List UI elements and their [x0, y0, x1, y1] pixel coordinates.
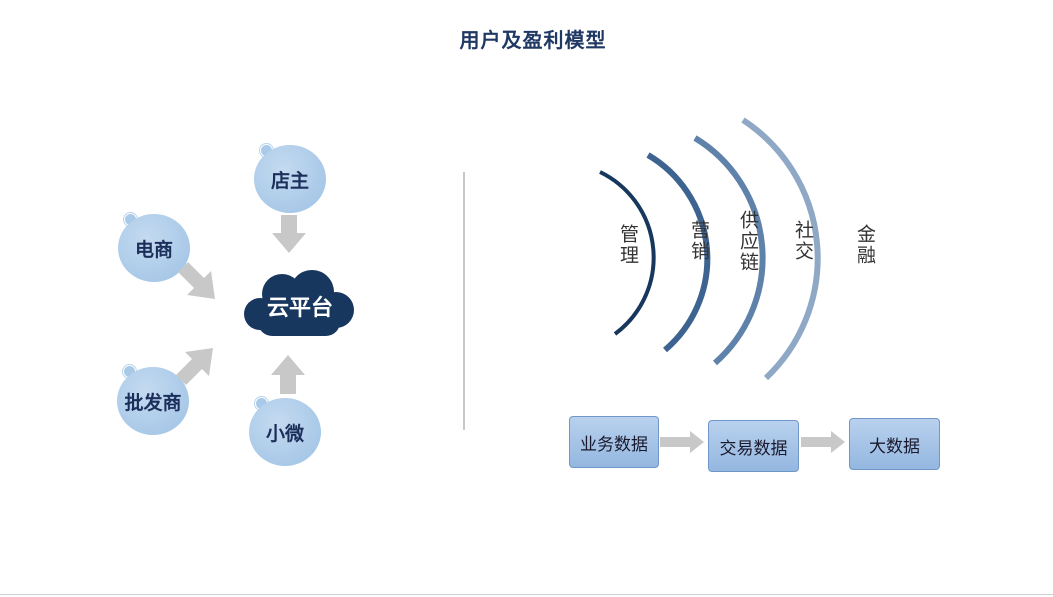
arc-label: 管理 — [617, 224, 639, 266]
arrow-right-icon — [660, 431, 704, 453]
flow-label: 大数据 — [869, 436, 920, 457]
divider — [463, 172, 465, 430]
node-wholesaler: 批发商 — [117, 367, 189, 435]
arc-supply-chain — [693, 135, 766, 366]
arc-social — [741, 117, 821, 381]
node-label: 小微 — [265, 422, 304, 445]
flow-box-business-data: 业务数据 — [569, 416, 659, 468]
arc-layers — [599, 117, 821, 381]
arrow-up-right-icon — [176, 348, 213, 385]
page-title: 用户及盈利模型 — [459, 28, 607, 52]
arc-management — [599, 170, 656, 336]
node-shop-owner: 店主 — [254, 145, 326, 213]
node-ecommerce: 电商 — [118, 214, 190, 282]
arrow-up-icon — [271, 355, 305, 394]
arc-label: 营销 — [688, 220, 710, 262]
arc-label: 金融 — [854, 224, 876, 266]
node-micro: 小微 — [249, 398, 321, 466]
node-label: 店主 — [270, 169, 309, 192]
arc-label: 供应链 — [737, 210, 759, 273]
flow-box-big-data: 大数据 — [849, 418, 940, 470]
node-label: 电商 — [134, 238, 173, 261]
arc-label: 社交 — [792, 220, 814, 262]
flow-label: 业务数据 — [580, 434, 648, 455]
cloud-label: 云平台 — [266, 296, 333, 321]
arrow-down-icon — [272, 215, 306, 253]
node-label: 批发商 — [124, 391, 182, 414]
flow-label: 交易数据 — [719, 438, 788, 459]
flow-box-transaction-data: 交易数据 — [708, 420, 799, 472]
cloud-platform — [244, 270, 354, 336]
bottom-border — [0, 594, 1053, 595]
arc-marketing — [646, 152, 711, 353]
arrow-right-icon — [801, 431, 845, 453]
arrow-down-right-icon — [178, 262, 215, 299]
